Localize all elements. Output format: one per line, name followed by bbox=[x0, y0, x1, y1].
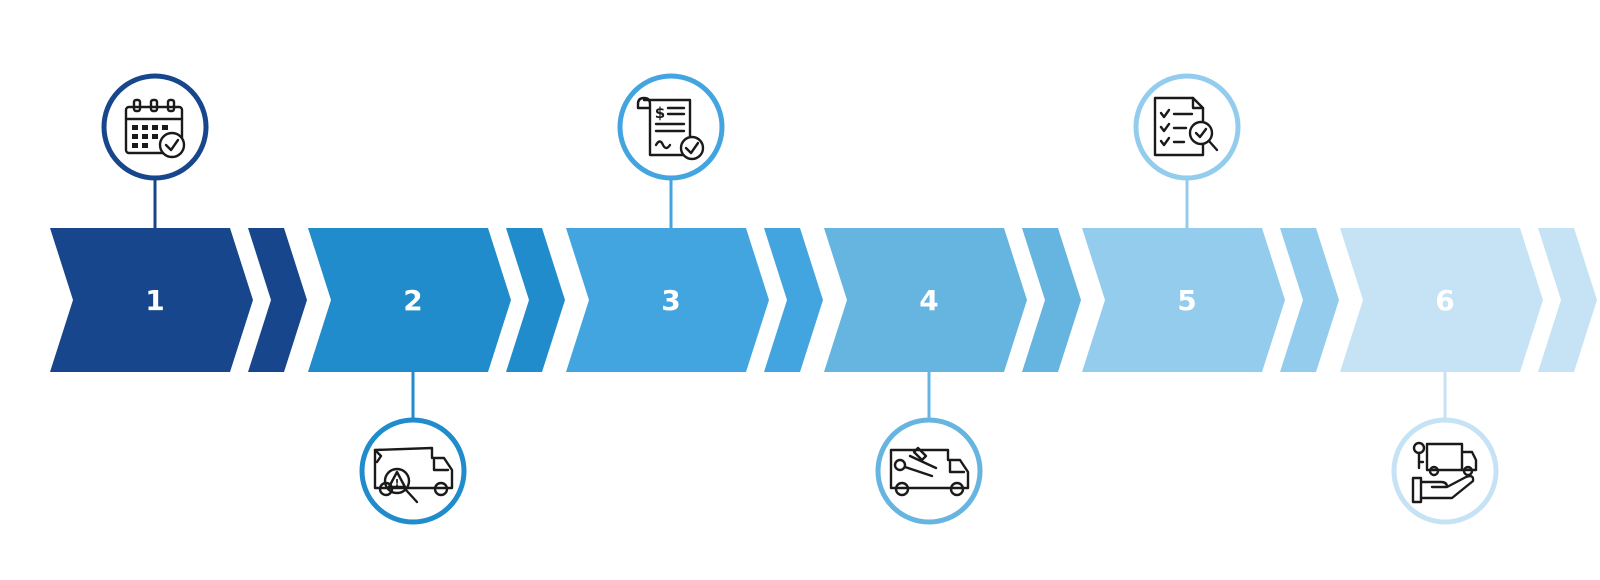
van-damage-inspection-icon: ! bbox=[373, 446, 454, 504]
step-3-icon-circle bbox=[617, 73, 725, 181]
calendar-check-icon bbox=[124, 98, 186, 159]
van-key-handover-icon bbox=[1411, 441, 1478, 504]
step-5-number: 5 bbox=[1177, 284, 1196, 317]
step-2-icon-badge[interactable]: ! bbox=[359, 417, 467, 525]
van-repair-tools-icon bbox=[889, 446, 970, 497]
step-6-chevron-tail bbox=[1538, 228, 1597, 372]
step-1-chevron-tail bbox=[248, 228, 307, 372]
step-3-number: 3 bbox=[661, 284, 680, 317]
step-6: 6 bbox=[1340, 228, 1597, 525]
step-5: 5 bbox=[1082, 73, 1339, 372]
signed-invoice-icon: $ bbox=[636, 96, 705, 161]
step-3-chevron-tail bbox=[764, 228, 823, 372]
step-6-icon-badge[interactable] bbox=[1391, 417, 1499, 525]
dollar-sign: $ bbox=[655, 104, 665, 122]
step-3-chevron[interactable] bbox=[566, 228, 769, 372]
warning-mark: ! bbox=[395, 478, 400, 489]
step-6-chevron[interactable] bbox=[1340, 228, 1543, 372]
step-2-chevron[interactable] bbox=[308, 228, 511, 372]
step-2-number: 2 bbox=[403, 284, 422, 317]
step-2-chevron-tail bbox=[506, 228, 565, 372]
step-4: 4 bbox=[824, 228, 1081, 525]
step-5-icon-badge[interactable] bbox=[1133, 73, 1241, 181]
step-5-chevron-tail bbox=[1280, 228, 1339, 372]
step-1-chevron[interactable] bbox=[50, 228, 253, 372]
step-6-number: 6 bbox=[1435, 284, 1454, 317]
step-2: 2 ! bbox=[308, 228, 565, 525]
step-5-icon-circle bbox=[1133, 73, 1241, 181]
step-4-icon-circle bbox=[875, 417, 983, 525]
step-3: 3 $ bbox=[566, 73, 823, 372]
step-4-chevron-tail bbox=[1022, 228, 1081, 372]
step-1: 1 bbox=[50, 73, 307, 372]
step-1-number: 1 bbox=[145, 284, 164, 317]
step-1-icon-badge[interactable] bbox=[101, 73, 209, 181]
step-4-chevron[interactable] bbox=[824, 228, 1027, 372]
step-2-icon-circle bbox=[359, 417, 467, 525]
step-5-chevron[interactable] bbox=[1082, 228, 1285, 372]
step-3-icon-badge[interactable]: $ bbox=[617, 73, 725, 181]
checklist-inspection-icon bbox=[1153, 96, 1219, 157]
step-4-number: 4 bbox=[919, 284, 938, 317]
step-4-icon-badge[interactable] bbox=[875, 417, 983, 525]
